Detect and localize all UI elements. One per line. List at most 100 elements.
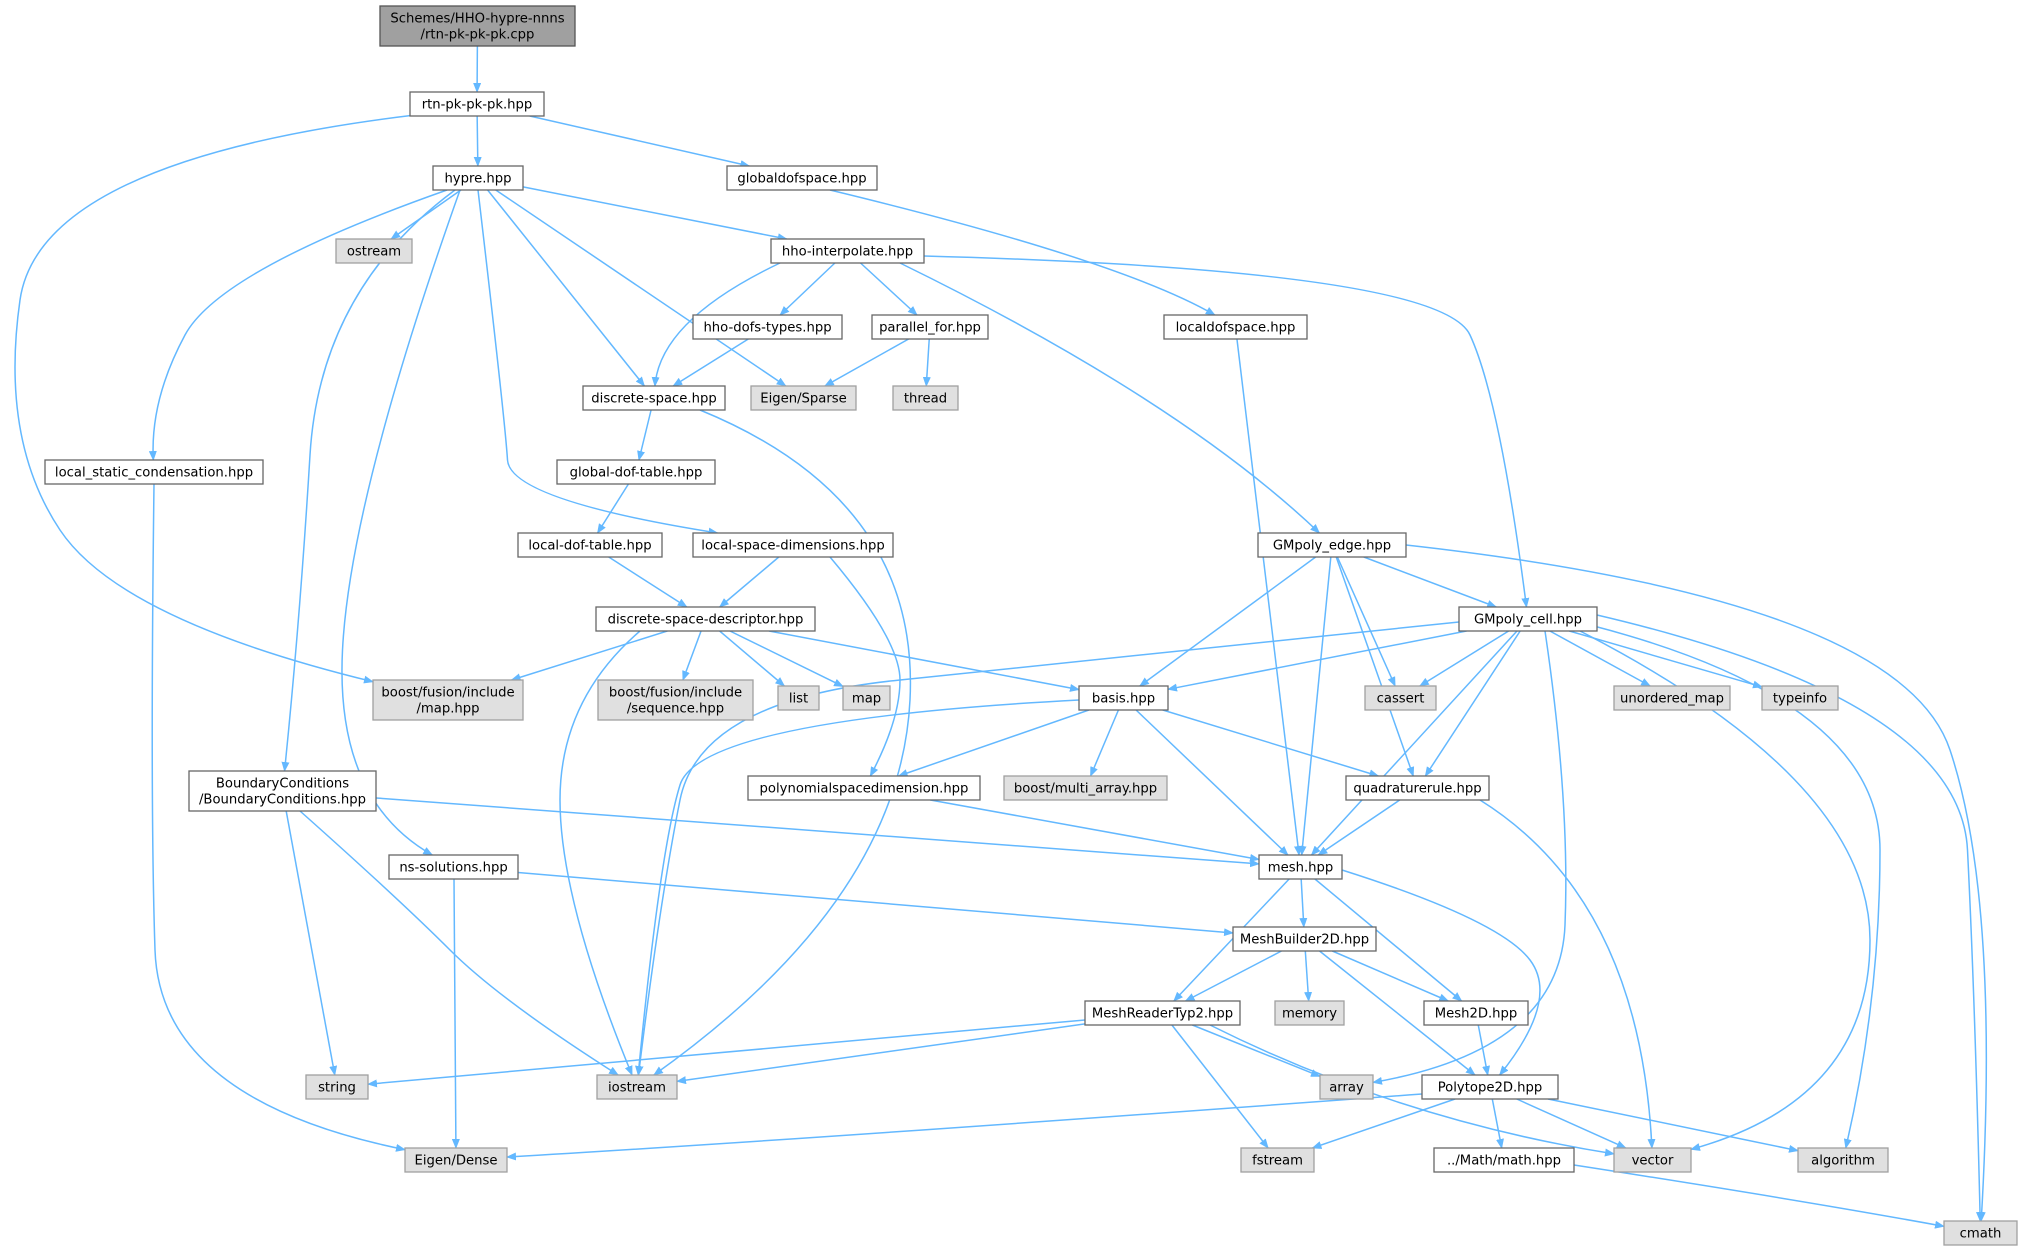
edge-poly2d-to-vector (1516, 1098, 1627, 1149)
node-map: map (842, 685, 891, 711)
edge-rtn-to-bfmap (14, 114, 416, 684)
edge-gmcell-to-typeinfo (1569, 630, 1763, 689)
node-box (1003, 775, 1168, 801)
node-label: local-dof-table.hpp (528, 539, 651, 554)
node-box (1761, 685, 1839, 711)
node-label: typeinfo (1773, 692, 1827, 707)
node-mb2d[interactable]: MeshBuilder2D.hpp (1232, 926, 1377, 952)
node-box (692, 314, 843, 340)
node-label: global-dof-table.hpp (570, 466, 703, 481)
node-quad[interactable]: quadraturerule.hpp (1345, 775, 1490, 801)
edge-bc-to-string (285, 810, 338, 1076)
node-label: map (852, 692, 881, 707)
node-label: /map.hpp (416, 702, 479, 717)
edge-mb2d-to-poly2d (1319, 950, 1476, 1076)
node-mathhpp[interactable]: ../Math/math.hpp (1433, 1147, 1575, 1173)
node-nssol[interactable]: ns-solutions.hpp (388, 854, 519, 880)
edge-dsd-to-iostream (559, 630, 641, 1076)
node-globaldof[interactable]: globaldofspace.hpp (726, 165, 878, 191)
node-box (1345, 775, 1490, 801)
node-cmath: cmath (1943, 1220, 2018, 1246)
edge-basis-to-quad (1162, 709, 1380, 778)
edge-dsd-to-basis (768, 630, 1080, 692)
edge-gmcell-to-array (1372, 630, 1567, 1085)
node-rtn[interactable]: rtn-pk-pk-pk.hpp (409, 91, 545, 117)
node-box (44, 459, 264, 485)
node-gmcell[interactable]: GMpoly_cell.hpp (1458, 606, 1598, 632)
node-hypre[interactable]: hypre.hpp (432, 165, 524, 191)
node-label: discrete-space.hpp (591, 392, 716, 407)
node-mrt2[interactable]: MeshReaderTyp2.hpp (1084, 1000, 1241, 1026)
edge-dsd-to-bfmap (510, 630, 668, 682)
edge-quad-to-mesh (1317, 799, 1401, 856)
node-box (726, 165, 878, 191)
node-parfor[interactable]: parallel_for.hpp (871, 314, 989, 340)
edge-rtn-to-hypre (473, 115, 482, 167)
node-box (1084, 1000, 1241, 1026)
node-hhointerp[interactable]: hho-interpolate.hpp (770, 238, 925, 264)
node-label: basis.hpp (1092, 692, 1155, 707)
edge-bc-to-iostream (299, 810, 619, 1076)
node-box (582, 385, 726, 411)
edge-gmedge-to-mesh (1298, 556, 1332, 856)
node-box (892, 385, 959, 411)
node-poly2d[interactable]: Polytope2D.hpp (1421, 1074, 1559, 1100)
edge-basis-to-mesh (1135, 709, 1289, 856)
edge-gmcell-to-mesh (1310, 630, 1518, 856)
edge-gdt-to-ldt (596, 483, 630, 534)
edge-basis-to-bma (1089, 709, 1120, 777)
node-ldt[interactable]: local-dof-table.hpp (517, 532, 663, 558)
node-label: Schemes/HHO-hypre-nnns (390, 12, 564, 27)
node-label: /BoundaryConditions.hpp (199, 793, 366, 808)
node-box (1078, 685, 1169, 711)
node-label: polynomialspacedimension.hpp (760, 782, 969, 797)
node-bfseq: boost/fusion/include/sequence.hpp (597, 679, 754, 721)
node-box (409, 91, 545, 117)
node-box (595, 606, 816, 632)
node-gdt[interactable]: global-dof-table.hpp (556, 459, 716, 485)
edge-parfor-to-eigensparse (824, 338, 909, 387)
node-hhodofs[interactable]: hho-dofs-types.hpp (692, 314, 843, 340)
edge-hhointerp-to-hhodofs (779, 262, 836, 316)
edge-mrt2-to-fstream (1171, 1024, 1269, 1149)
edge-quad-to-vector (1479, 799, 1656, 1149)
edge-gmedge-to-basis (1139, 556, 1317, 687)
edge-basis-to-psd (897, 709, 1090, 777)
edge-hypre-to-eigensparse (495, 189, 787, 387)
node-lsc[interactable]: local_static_condensation.hpp (44, 459, 264, 485)
node-box (871, 314, 989, 340)
edge-mrt2-to-array (1192, 1024, 1321, 1078)
node-box (1423, 1000, 1529, 1026)
node-label: ns-solutions.hpp (399, 861, 507, 876)
edge-lsd-to-psd (829, 556, 901, 777)
node-lsd[interactable]: local-space-dimensions.hpp (692, 532, 894, 558)
node-list: list (777, 685, 820, 711)
node-box (1433, 1147, 1575, 1173)
node-bc[interactable]: BoundaryConditions/BoundaryConditions.hp… (188, 770, 377, 812)
edge-mb2d-to-mrt2 (1184, 950, 1282, 1002)
node-box (388, 854, 519, 880)
edge-gmcell-to-vector (1579, 630, 1871, 1151)
edge-mesh-to-mb2d (1299, 878, 1308, 928)
node-bma: boost/multi_array.hpp (1003, 775, 1168, 801)
edge-psd-to-mesh (930, 799, 1260, 862)
node-box (188, 770, 377, 812)
node-label: list (789, 692, 808, 707)
edge-gmedge-to-cassert (1336, 556, 1396, 687)
edge-gmcell-to-cassert (1419, 630, 1510, 687)
node-discrete[interactable]: discrete-space.hpp (582, 385, 726, 411)
node-basis[interactable]: basis.hpp (1078, 685, 1169, 711)
node-mesh2d[interactable]: Mesh2D.hpp (1423, 1000, 1529, 1026)
node-label: MeshBuilder2D.hpp (1240, 933, 1369, 948)
edge-hypre-to-lsc (148, 189, 448, 461)
edge-hypre-to-hhointerp (522, 186, 788, 242)
node-psd[interactable]: polynomialspacedimension.hpp (747, 775, 981, 801)
node-mesh[interactable]: mesh.hpp (1258, 854, 1343, 880)
node-label: vector (1632, 1154, 1674, 1169)
node-eigensparse: Eigen/Sparse (750, 385, 857, 411)
node-localdof[interactable]: localdofspace.hpp (1163, 314, 1308, 340)
node-gmedge[interactable]: GMpoly_edge.hpp (1257, 532, 1407, 558)
node-dsd[interactable]: discrete-space-descriptor.hpp (595, 606, 816, 632)
node-label: /sequence.hpp (627, 702, 724, 717)
